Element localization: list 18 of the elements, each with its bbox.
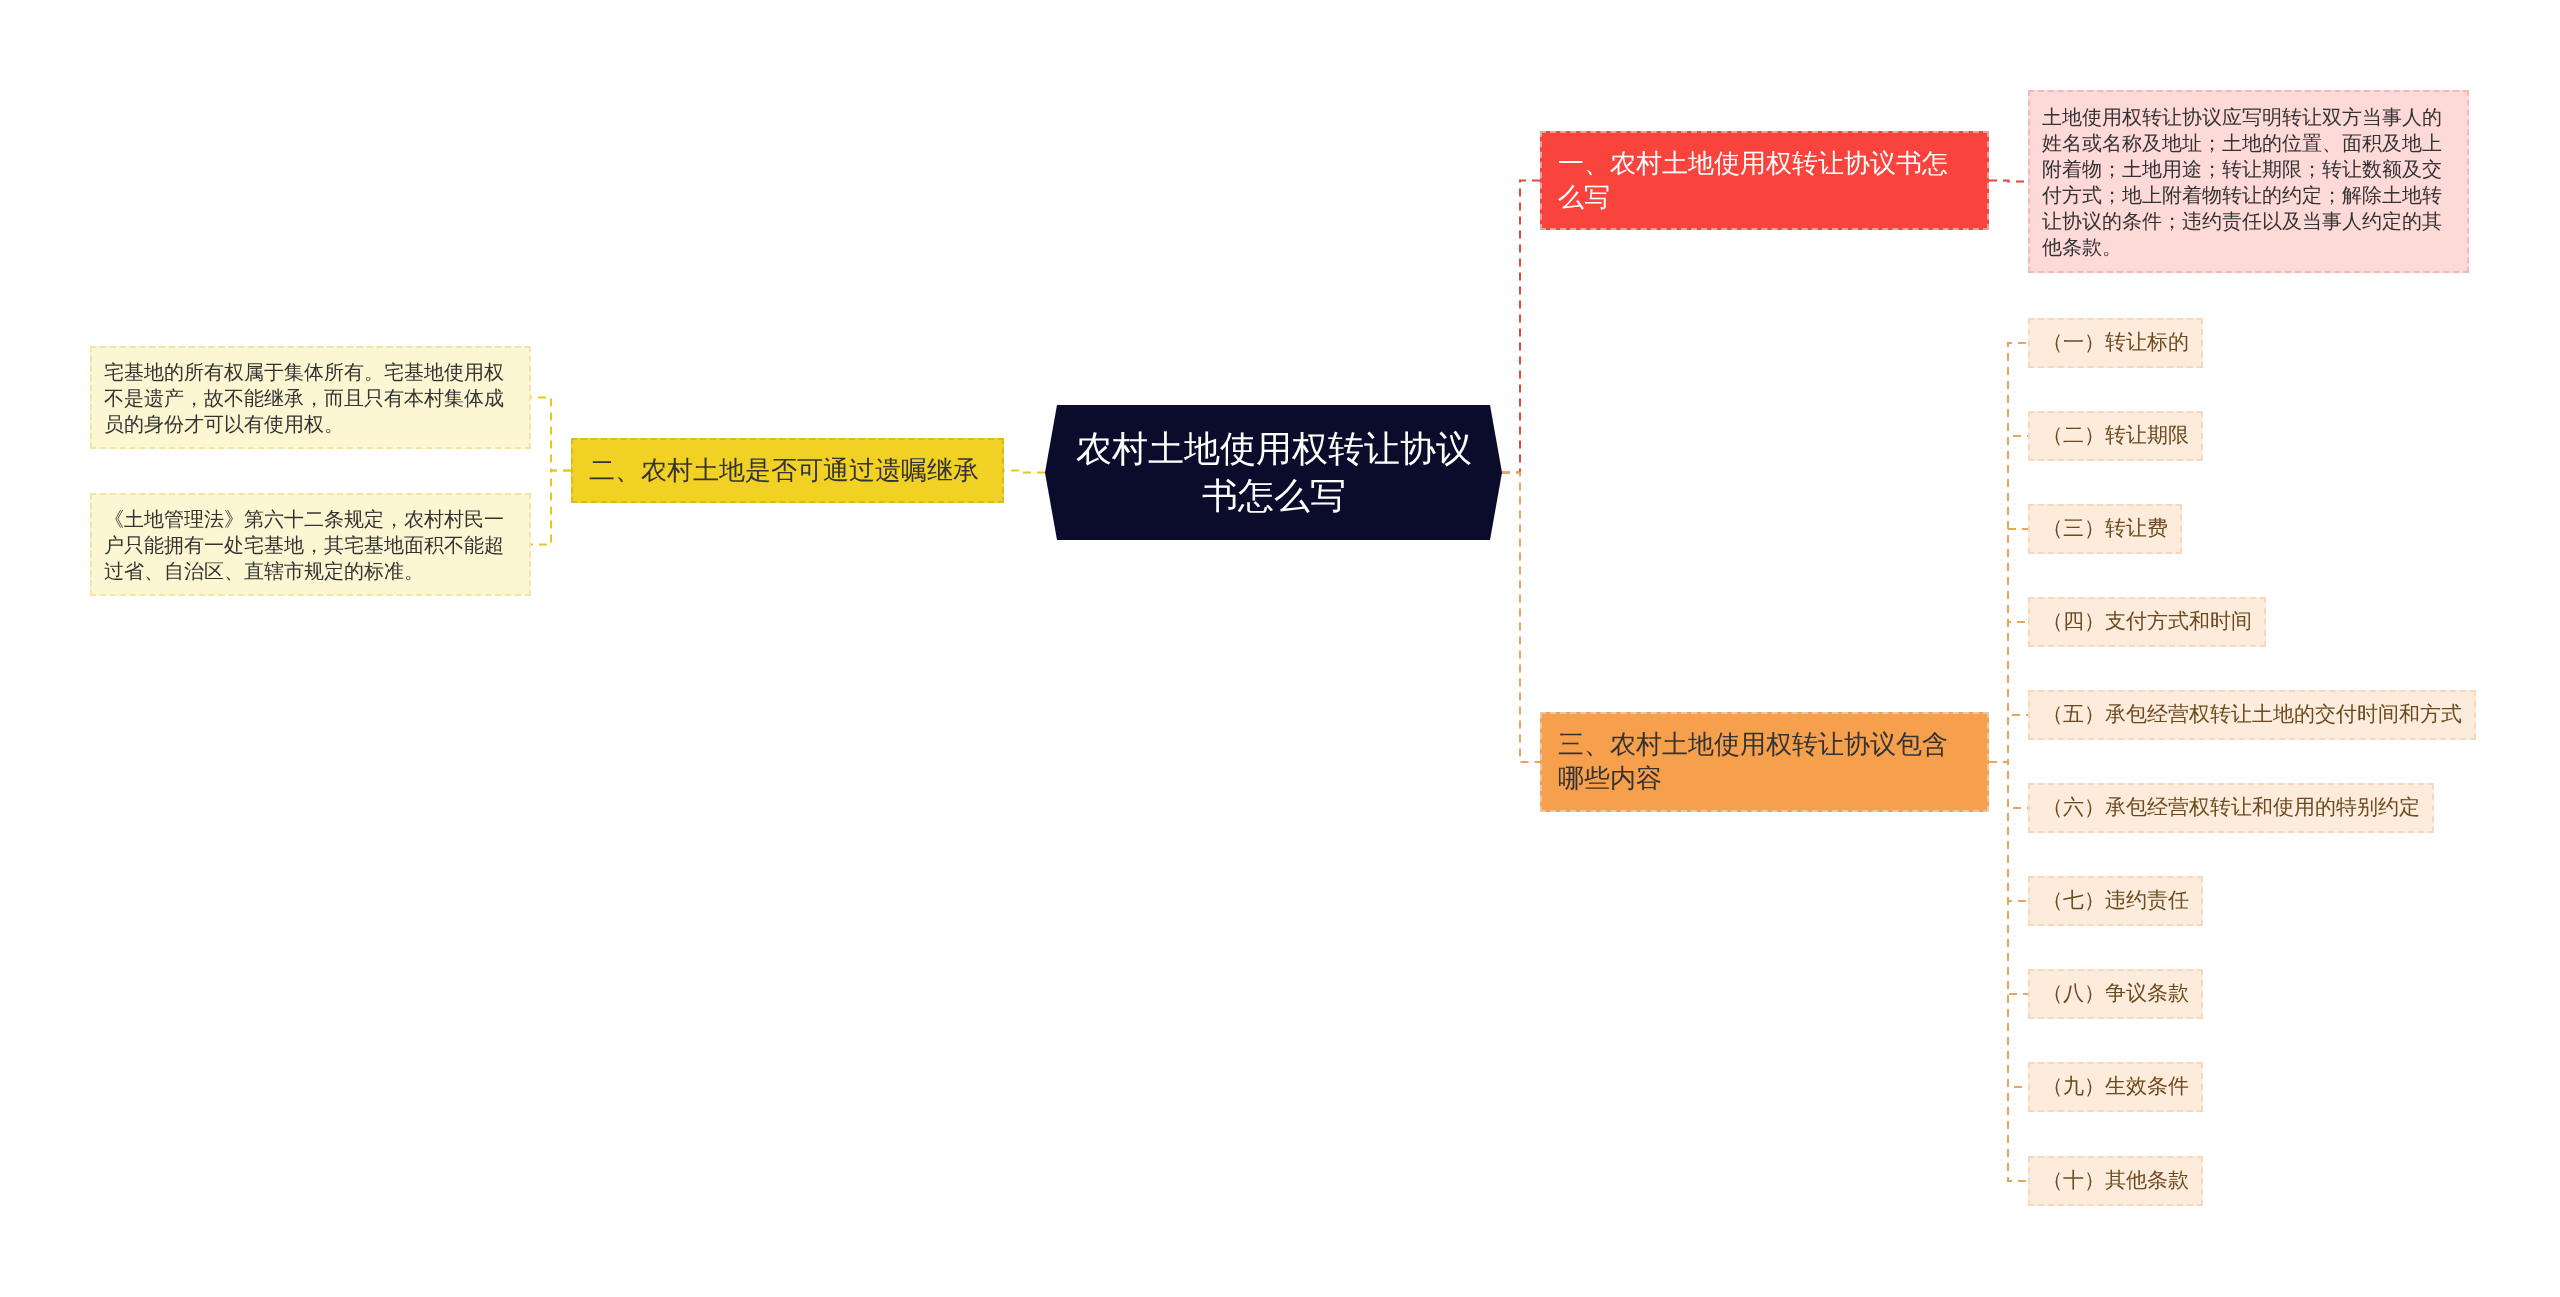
root-topic: 农村土地使用权转让协议书怎么写 [1045,405,1502,540]
item-box: （六）承包经营权转让和使用的特别约定 [2028,783,2434,833]
item-box: （十）其他条款 [2028,1156,2203,1206]
item-box: （一）转让标的 [2028,318,2203,368]
topic-box: 一、农村土地使用权转让协议书怎么写 [1540,131,1989,230]
item-box: （二）转让期限 [2028,411,2203,461]
item-box: （四）支付方式和时间 [2028,597,2266,647]
item-box: （八）争议条款 [2028,969,2203,1019]
connector-line [1501,471,1541,763]
topic-box: 二、农村土地是否可通过遗嘱继承 [571,438,1004,503]
item-box: （七）违约责任 [2028,876,2203,926]
note-box: 土地使用权转让协议应写明转让双方当事人的姓名或名称及地址；土地的位置、面积及地上附着物；土地用途；转让期限；转让数额及交付方式；地上附着物转让的约定；解除土地转让协议的条件；违约责任以及当事人约定的其他条款。 [2028,90,2469,273]
topic-box: 三、农村土地使用权转让协议包含哪些内容 [1540,712,1989,812]
note-box: 《土地管理法》第六十二条规定，农村村民一户只能拥有一处宅基地，其宅基地面积不能超过省、自治区、直辖市规定的标准。 [90,493,531,596]
note-box: 宅基地的所有权属于集体所有。宅基地使用权不是遗产，故不能继承，而且只有本村集体成员的身份才可以有使用权。 [90,346,531,449]
item-box: （九）生效条件 [2028,1062,2203,1112]
item-box: （五）承包经营权转让土地的交付时间和方式 [2028,690,2476,740]
item-box: （三）转让费 [2028,504,2182,554]
